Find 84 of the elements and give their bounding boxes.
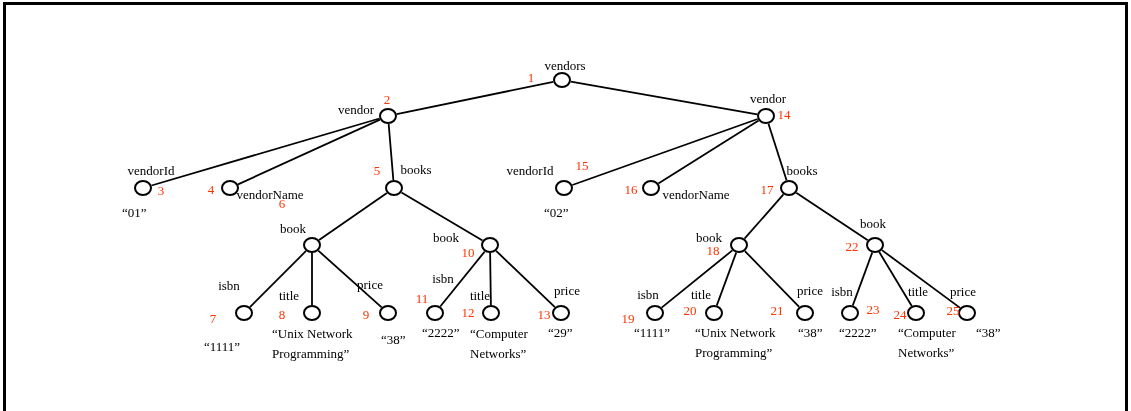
element-name: book [280, 220, 306, 238]
tree-edge [569, 80, 759, 116]
element-name: title [907, 283, 929, 301]
tree-edge [743, 193, 785, 240]
element-name: price [950, 283, 976, 301]
node-number: 11 [415, 290, 429, 308]
tree-edge [715, 251, 738, 307]
node-number: 15 [575, 157, 589, 175]
node-value: “02” [544, 204, 570, 222]
node-number: 3 [157, 182, 165, 200]
node-value: “Unix Network Programming” [695, 324, 777, 362]
tree-edge [317, 249, 383, 309]
node-value: “29” [548, 324, 574, 342]
node-value: “38” [798, 324, 824, 342]
node-value: “2222” [839, 324, 878, 342]
element-name: price [554, 282, 580, 300]
tree-edge [311, 252, 313, 306]
node-number: 2 [383, 91, 391, 109]
element-name: vendorId [127, 162, 175, 180]
node-number: 20 [683, 302, 697, 320]
tree-edge [795, 191, 869, 242]
tree-edge [571, 118, 759, 186]
element-name: title [278, 287, 300, 305]
node-value: “01” [122, 204, 148, 222]
tree-edge [439, 250, 486, 308]
node-number: 24 [893, 306, 907, 324]
node-value: “38” [976, 324, 1002, 342]
node-number: 22 [845, 238, 859, 256]
element-name: title [690, 286, 712, 304]
node-number: 14 [777, 106, 791, 124]
element-name: books [786, 162, 818, 180]
element-name: book [860, 215, 886, 233]
element-name: isbn [432, 270, 454, 288]
tree-edge [878, 251, 913, 307]
tree-edge [495, 249, 556, 309]
tree-edge [387, 123, 395, 181]
node-number: 4 [207, 181, 215, 199]
tree-edge [318, 192, 388, 241]
tree-edge [395, 80, 555, 116]
tree-edge [489, 252, 492, 306]
node-number: 1 [527, 69, 535, 87]
element-name: isbn [637, 286, 659, 304]
tree-edge [400, 191, 484, 242]
node-number: 12 [461, 304, 475, 322]
element-name: vendorName [662, 186, 730, 204]
element-name: price [797, 282, 823, 300]
tree-edge [660, 249, 734, 309]
node-number: 21 [770, 302, 784, 320]
tree-edge [851, 251, 874, 307]
element-name: books [400, 161, 432, 179]
node-number: 7 [209, 310, 217, 328]
node-number: 16 [624, 181, 638, 199]
tree-edge [657, 119, 760, 185]
node-value: “1111” [204, 338, 242, 356]
node-number: 8 [278, 306, 286, 324]
tree-edge [767, 122, 788, 182]
element-name: vendor [749, 90, 787, 108]
element-name: book [433, 229, 459, 247]
node-number: 10 [461, 244, 475, 262]
element-name: isbn [218, 277, 240, 295]
element-name: isbn [831, 283, 853, 301]
tree-edge [249, 250, 307, 308]
node-number: 5 [373, 162, 381, 180]
tree-edge [150, 117, 381, 187]
tree-edge [744, 250, 800, 308]
node-value: “Computer Networks” [470, 325, 529, 363]
node-number: 9 [362, 306, 370, 324]
element-name: vendor [337, 101, 375, 119]
node-value: “1111” [634, 324, 672, 342]
element-name: vendorId [506, 162, 554, 180]
node-number: 25 [946, 302, 960, 320]
node-number: 17 [760, 181, 774, 199]
node-value: “Unix Network Programming” [272, 325, 354, 363]
node-number: 13 [537, 306, 551, 324]
node-value: “Computer Networks” [898, 324, 957, 362]
element-name: vendors [544, 57, 586, 75]
element-name: title [469, 287, 491, 305]
node-number: 19 [621, 310, 635, 328]
tree-edge [237, 118, 381, 186]
node-number: 23 [866, 301, 880, 319]
tree-edge [881, 249, 961, 309]
node-value: “38” [381, 331, 407, 349]
element-name: price [357, 276, 383, 294]
node-value: “2222” [422, 324, 461, 342]
